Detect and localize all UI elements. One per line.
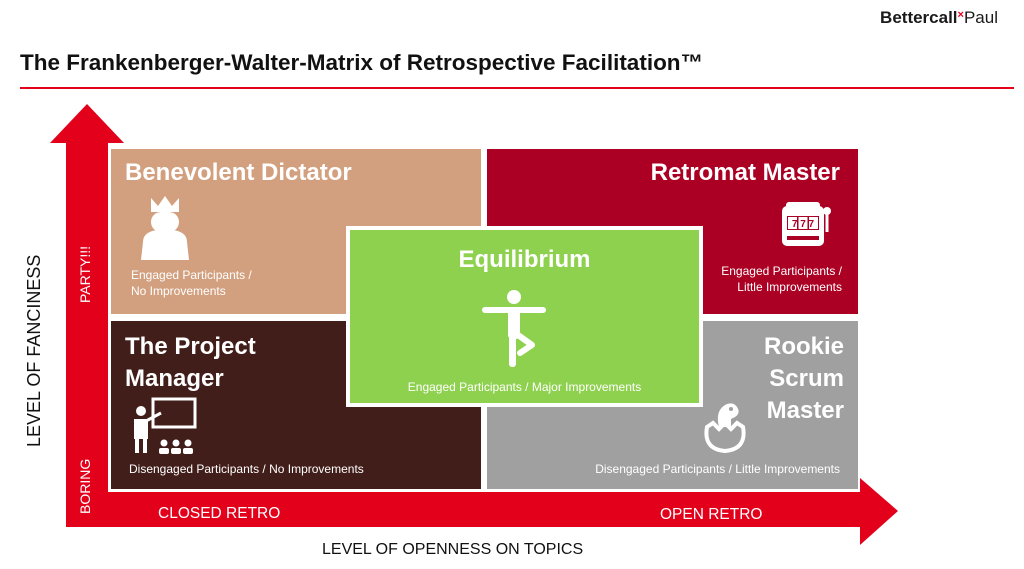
y-axis-label: LEVEL OF FANCINESS [24,254,44,447]
slot-machine-icon: 7 7 7 [782,202,831,246]
slot-digits: 7 7 7 [792,219,815,230]
logo-text-paul: Paul [963,8,998,27]
project-manager-title-line1: The Project [125,333,256,360]
benevolent-title: Benevolent Dictator [125,159,352,186]
rookie-title-line2: Scrum [769,365,844,392]
queen-icon [141,196,189,260]
y-axis-high-label: PARTY!!! [77,245,93,303]
page-title: The Frankenberger-Walter-Matrix of Retro… [20,50,704,75]
presenter-icon [134,397,197,454]
y-axis-low-label: BORING [77,458,93,514]
x-axis-high-label: OPEN RETRO [660,506,763,523]
retromat-subtitle-2: Little Improvements [737,280,842,294]
x-axis-low-label: CLOSED RETRO [158,505,281,522]
benevolent-subtitle-2: No Improvements [131,284,226,298]
equilibrium-title: Equilibrium [458,246,591,273]
project-manager-title-line2: Manager [125,365,224,392]
project-manager-subtitle: Disengaged Participants / No Improvement… [129,462,364,476]
quadrant-equilibrium: Equilibrium Engaged Participants / Major… [346,226,703,407]
x-axis-arrow [66,478,898,545]
rookie-title-line1: Rookie [763,333,844,360]
title-divider [20,87,1014,89]
brand-logo: Bettercall×Paul [880,8,998,28]
retromat-subtitle-1: Engaged Participants / [721,264,842,278]
logo-text-bettercall: Bettercall [880,8,958,27]
equilibrium-subtitle: Engaged Participants / Major Improvement… [407,380,642,394]
rookie-title-line3: Master [766,397,844,424]
rookie-subtitle: Disengaged Participants / Little Improve… [595,462,840,476]
benevolent-subtitle-1: Engaged Participants / [131,268,252,282]
logo-mark: × [957,9,964,21]
y-axis-arrow [50,104,124,527]
hatching-dino-icon [704,403,746,453]
x-axis-label: LEVEL OF OPENNESS ON TOPICS [322,541,584,558]
retromat-title: Retromat Master [650,159,840,186]
yoga-pose-icon [482,290,546,367]
